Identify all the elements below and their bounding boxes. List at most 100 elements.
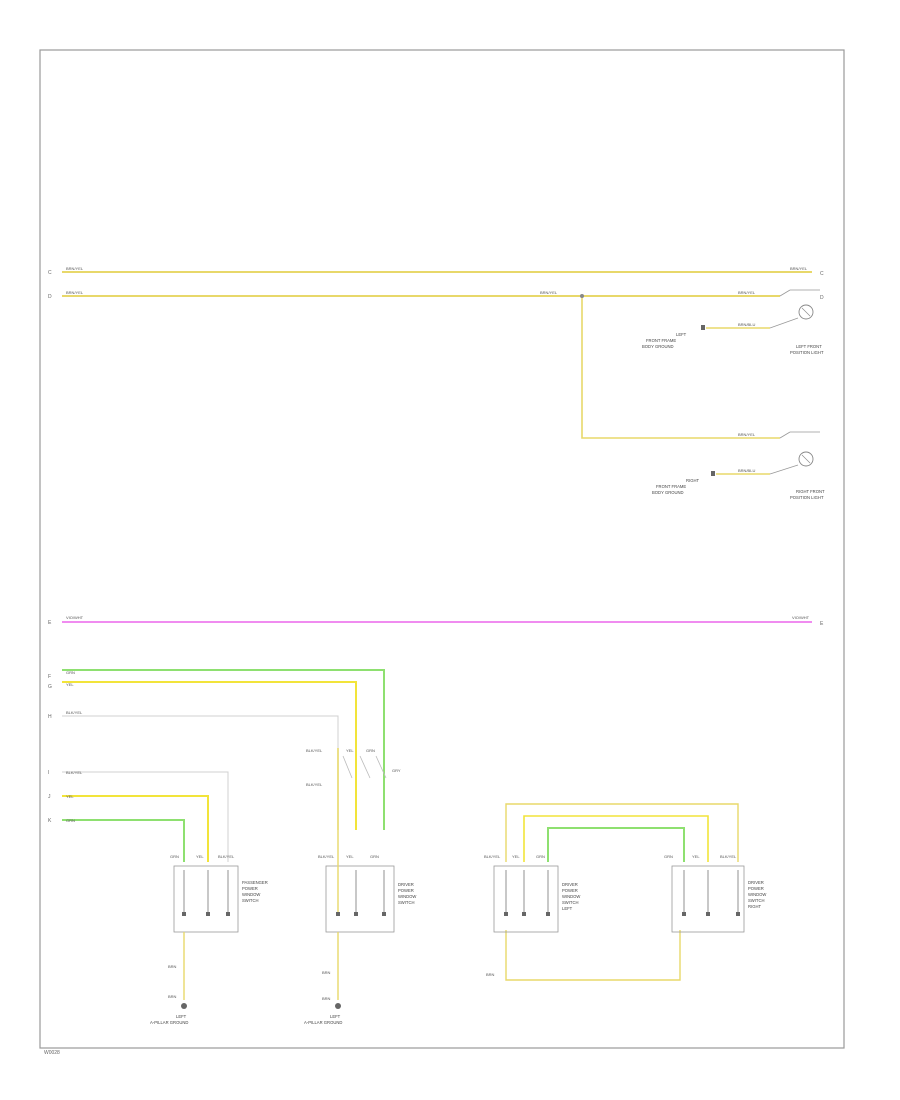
pin-label-p1: GRN [170,854,179,859]
caption-sw4-0: DRIVER [748,880,764,885]
label-w5: GRN [66,670,75,675]
lamp-icon [798,451,814,467]
pin-label-p10: GRN [664,854,673,859]
caption-sw4-2: WINDOW [748,892,766,897]
switch-terminal [504,912,508,916]
switch-terminal [382,912,386,916]
caption-sw3-1: POWER [562,888,578,893]
label-w3b: BRN/YEL [738,432,756,437]
caption-sw1-0: PASSENGER [242,880,268,885]
label-w3c: BRN/BLU [738,468,755,473]
ground-eyelet [335,1003,341,1009]
lower-wires [62,669,739,981]
label-w2l: BRN/YEL [66,290,84,295]
label-g4: BRN [322,996,331,1001]
driver-power-window-switch: BLK/YEL YEL GRN DRIVER POWER WINDOW SWIT… [318,830,416,933]
caption-sw2-2: WINDOW [398,894,416,899]
wire-cross [359,755,371,779]
pin-label-p6: GRN [370,854,379,859]
right-edge-refs: C D E [820,271,824,627]
switch-terminal [226,912,230,916]
diagram-frame [39,49,845,1049]
caption-sw4-1: POWER [748,886,764,891]
left-ref-g: G [48,684,52,690]
connector-stub [779,431,791,439]
switch-terminal [336,912,340,916]
left-ref-h: H [48,714,52,720]
wire-bottom-loop [505,930,681,981]
wire-lamp-return [769,464,799,475]
pin-label-p4: BLK/YEL [318,854,335,859]
label-g1: BRN [168,964,177,969]
caption-g1-1: A-PILLAR GROUND [150,1020,188,1025]
label-w4r: VIO/WHT [792,615,810,620]
caption-lamp1-0: LEFT FRONT [796,344,822,349]
label-w8: BLK/YEL [66,770,83,775]
splice-dot [580,294,584,298]
caption-lamp2-1: POSITION LIGHT [790,495,824,500]
lamp-filament [801,307,811,317]
left-front-position-light: BRN/BLU LEFT FRONT POSITION LIGHT LEFT F… [642,289,824,355]
pin-label-p11: YEL [692,854,700,859]
top-bus-wires [62,271,812,439]
caption-g-lamp2-1: FRONT FRAME [656,484,686,489]
switch-body [325,865,395,933]
wire-gray-i [62,771,229,862]
caption-sw1-2: WINDOW [242,892,260,897]
wire-gray-h [62,715,339,748]
caption-g-lamp1-1: FRONT FRAME [646,338,676,343]
lamp-filament [801,454,811,464]
pin-label-p2: YEL [196,854,204,859]
wire-yel-g [62,681,357,830]
caption-g2-1: A-PILLAR GROUND [304,1020,342,1025]
label-w9: YEL [66,794,74,799]
caption-g-lamp2-0: RIGHT [686,478,699,483]
label-w6: YEL [66,682,74,687]
left-ref-e: E [48,620,52,626]
lower-wire-labels: GRN YEL BLK/YEL BLK/YEL BLK/YEL YEL GRN … [66,670,401,823]
switch-terminal [682,912,686,916]
top-wire-labels: BRN/YEL BRN/YEL BRN/YEL BRN/YEL BRN/YEL … [66,266,808,437]
connector-stub [779,289,791,297]
ground-passenger: BRN BRN LEFT A-PILLAR GROUND [150,932,188,1025]
switch-terminal [736,912,740,916]
label-w7e: GRN [366,748,375,753]
caption-g-lamp2-2: BODY GROUND [652,490,684,495]
caption-sw1-3: SWITCH [242,898,259,903]
left-ref-i: I [48,770,49,776]
caption-sw3-0: DRIVER [562,882,578,887]
pin-label-p5: YEL [346,854,354,859]
label-w2r: BRN/YEL [738,290,756,295]
pin-label-p7: BLK/YEL [484,854,501,859]
caption-g-lamp1-2: BODY GROUND [642,344,674,349]
label-w7f: GRY [392,768,401,773]
wire-grn-k [62,819,185,862]
caption-sw4-3: SWITCH [748,898,765,903]
left-ref-j: J [48,794,51,800]
pin-label-p12: BLK/YEL [720,854,737,859]
wire-lamp-return [769,317,799,329]
label-w1l: BRN/YEL [66,266,84,271]
wire-branch-right-light [581,296,780,439]
label-g5: BRN [486,972,495,977]
caption-lamp1-1: POSITION LIGHT [790,350,824,355]
label-w7a: BLK/YEL [66,710,83,715]
switch-terminal [706,912,710,916]
diagram-id: W0028 [44,1050,60,1056]
caption-g-lamp1-0: LEFT [676,332,687,337]
passenger-power-window-switch: GRN YEL BLK/YEL PASSENGER POWER WINDOW S… [170,854,268,933]
pin-label-p3: BLK/YEL [218,854,235,859]
caption-sw2-1: POWER [398,888,414,893]
switch-terminal [546,912,550,916]
left-ref-c: C [48,270,52,276]
caption-g1-0: LEFT [176,1014,187,1019]
caption-sw3-4: LEFT [562,906,573,911]
wire-green-loop [547,827,685,862]
caption-sw3-2: WINDOW [562,894,580,899]
right-ref-c: C [820,271,824,277]
wire-top-loop [505,803,739,862]
right-front-position-light: BRN/BLU RIGHT FRONT POSITION LIGHT RIGHT… [652,431,825,500]
right-ref-e: E [820,621,824,627]
ground-driver: BRN BRN LEFT A-PILLAR GROUND [304,932,342,1025]
caption-g2-0: LEFT [330,1014,341,1019]
